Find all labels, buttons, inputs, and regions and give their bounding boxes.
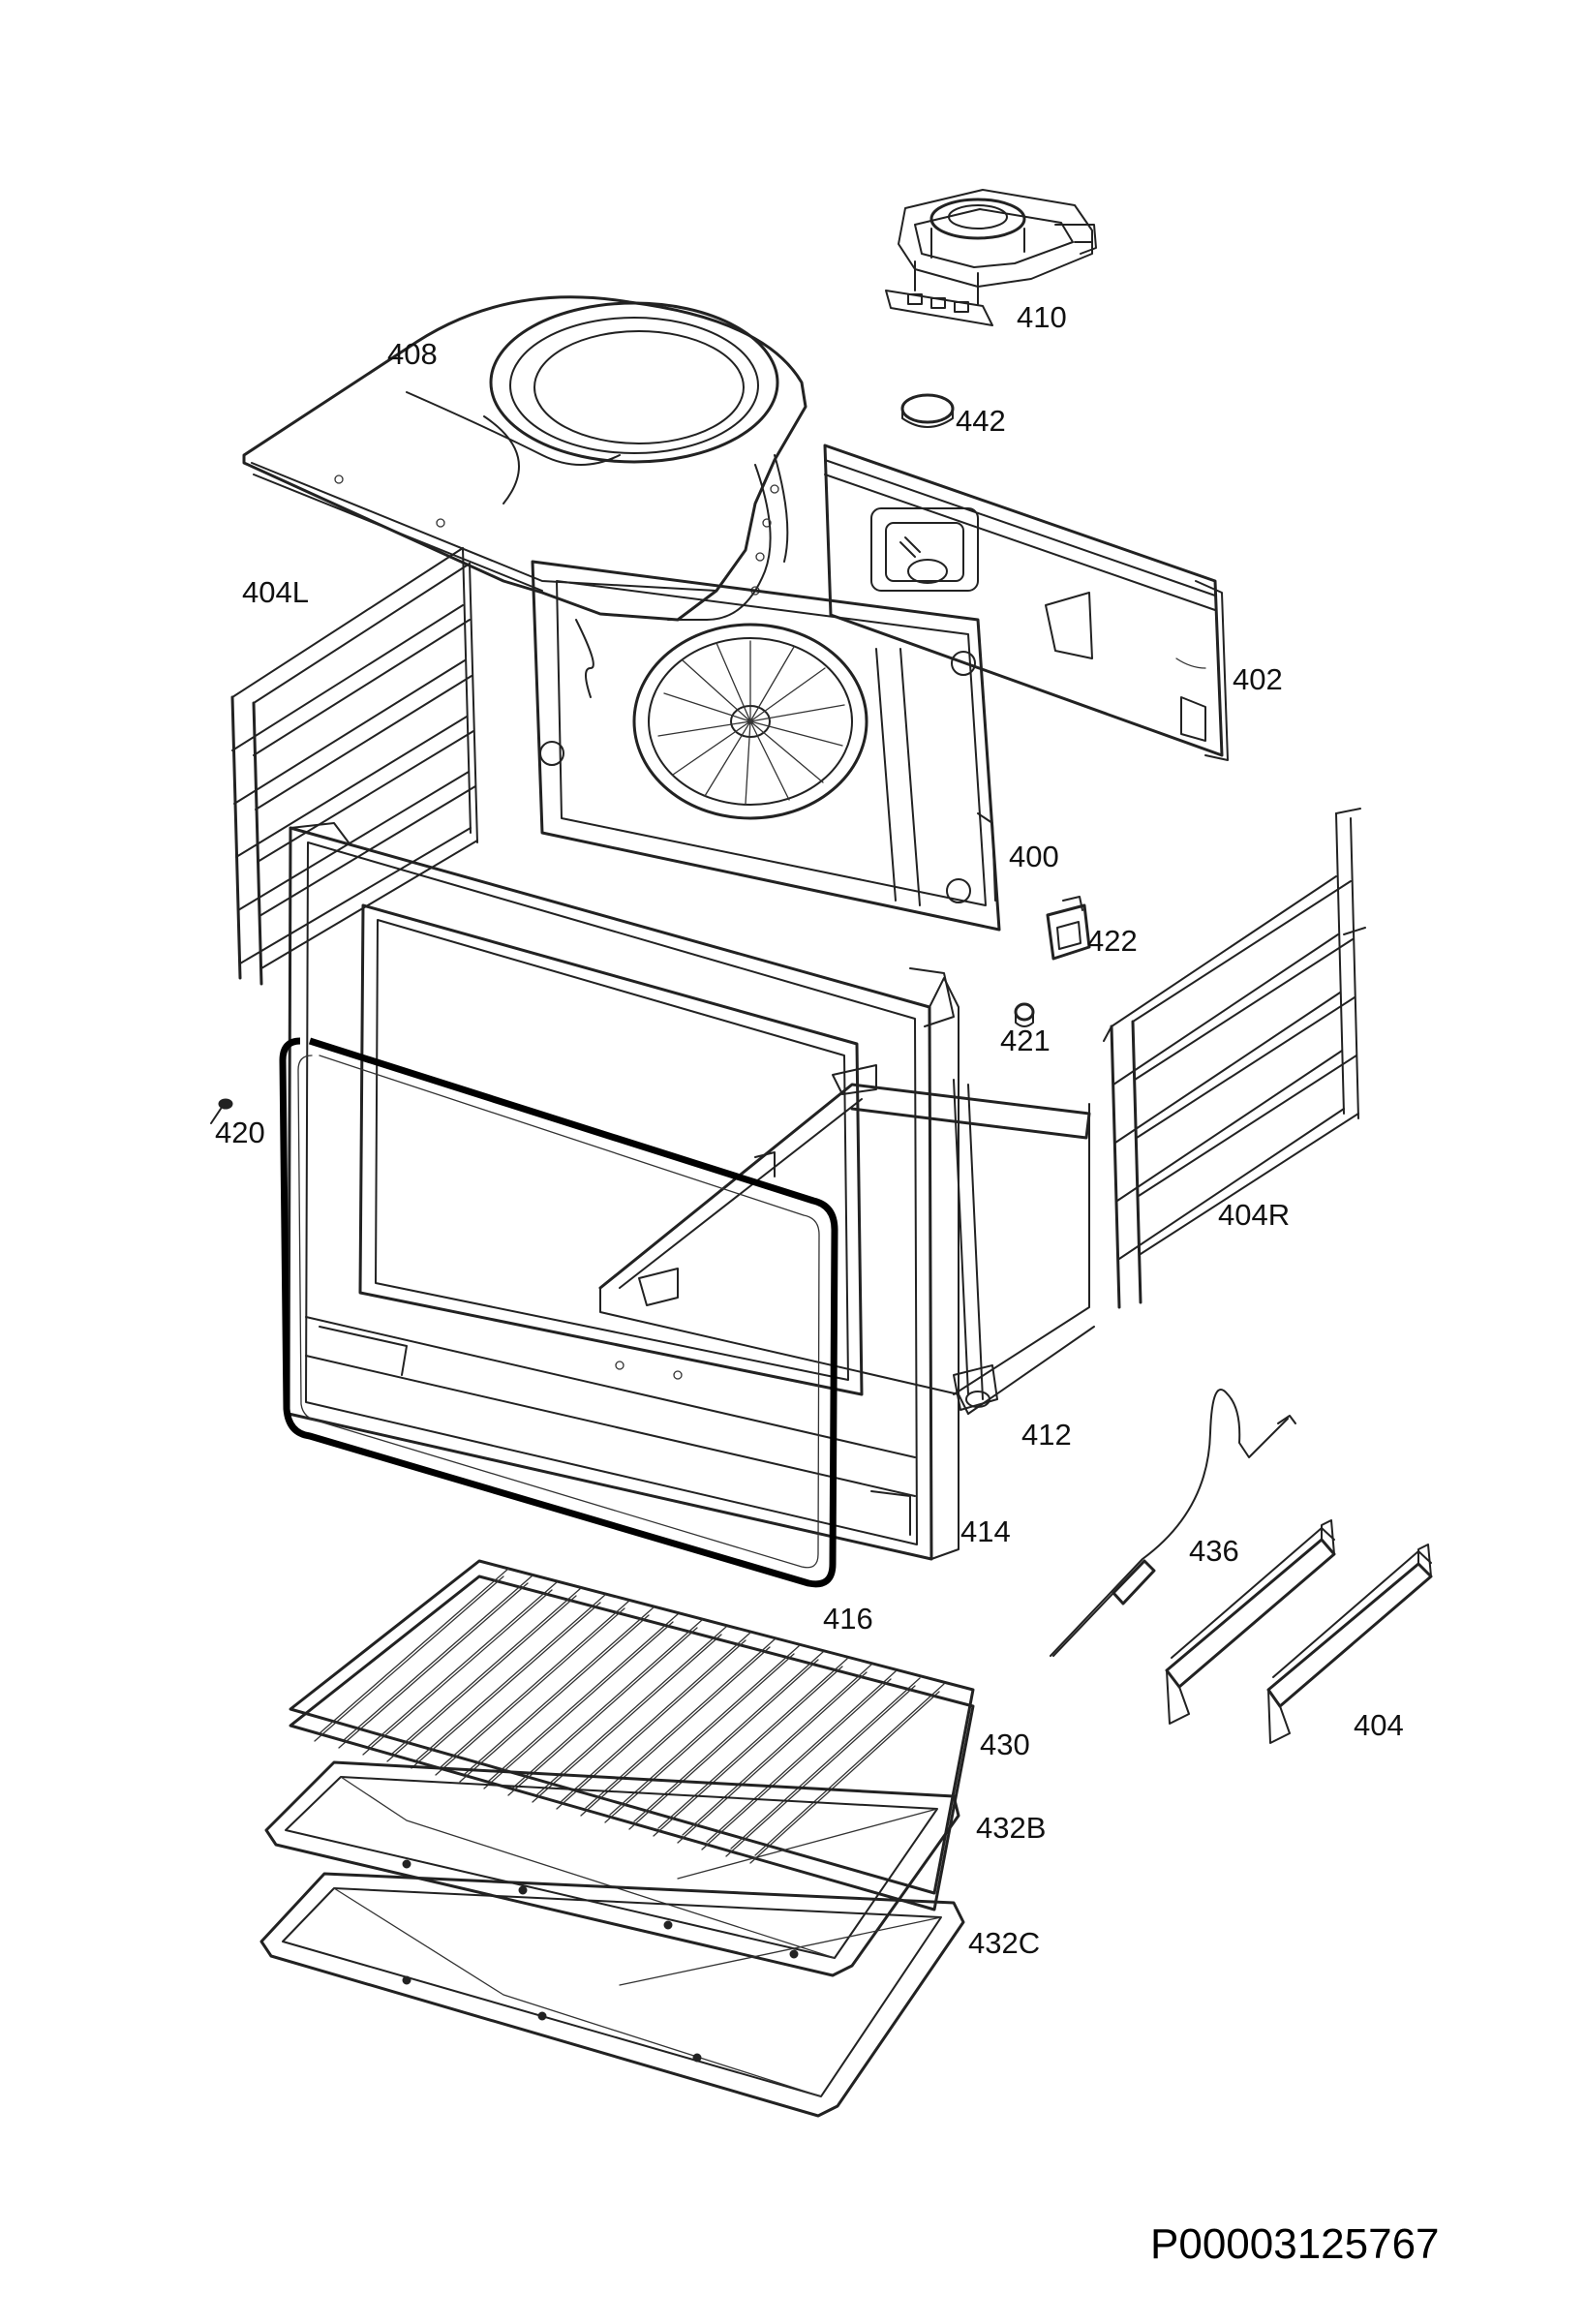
- fan-blades: [657, 640, 845, 805]
- part-410-fan-motor[interactable]: [885, 189, 1097, 326]
- part-432B-tray[interactable]: [264, 1760, 960, 1977]
- label-404L: 404L: [242, 575, 309, 609]
- label-400: 400: [1009, 840, 1059, 873]
- diagram-reference-code: P00003125767: [1150, 2220, 1440, 2268]
- label-410: 410: [1017, 300, 1067, 334]
- part-430-wire-shelf[interactable]: [289, 1559, 975, 1911]
- part-404L-left-shelf-support[interactable]: [230, 547, 478, 986]
- part-442-cap[interactable]: [900, 393, 955, 428]
- label-421: 421: [1000, 1024, 1051, 1057]
- part-414-door-frame[interactable]: [287, 822, 960, 1561]
- label-432B: 432B: [976, 1811, 1046, 1845]
- part-421-plug[interactable]: [1014, 1002, 1035, 1027]
- label-420: 420: [215, 1116, 265, 1149]
- part-labels: 408 410 442 404L 402 400 422 421 420 404…: [215, 300, 1404, 1960]
- label-412: 412: [1021, 1418, 1072, 1452]
- label-422: 422: [1087, 924, 1138, 958]
- label-404R: 404R: [1218, 1198, 1290, 1232]
- part-404R-right-shelf-support[interactable]: [1103, 808, 1366, 1309]
- shelf-bars: [314, 1568, 945, 1864]
- part-400-rear-wall[interactable]: [531, 560, 1001, 932]
- label-414: 414: [960, 1514, 1011, 1548]
- label-408: 408: [387, 337, 438, 371]
- label-432C: 432C: [968, 1926, 1040, 1960]
- label-402: 402: [1233, 662, 1283, 696]
- label-430: 430: [980, 1728, 1030, 1761]
- part-432C-deep-tray[interactable]: [259, 1872, 965, 2118]
- part-422-lamp-holder[interactable]: [1046, 896, 1091, 961]
- label-416: 416: [823, 1602, 873, 1636]
- part-402-rear-panel[interactable]: [823, 443, 1229, 761]
- part-408-fan-cover[interactable]: [242, 295, 807, 622]
- label-442: 442: [956, 404, 1006, 438]
- part-404-telescopic-runners[interactable]: [1165, 1519, 1433, 1744]
- label-404: 404: [1354, 1708, 1404, 1742]
- part-436-meat-probe[interactable]: [1050, 1389, 1296, 1657]
- part-412-cavity-frame[interactable]: [598, 1064, 1095, 1415]
- part-416-door-gasket[interactable]: [279, 1037, 838, 1588]
- label-436: 436: [1189, 1534, 1239, 1568]
- part-420-screw[interactable]: [210, 1098, 233, 1124]
